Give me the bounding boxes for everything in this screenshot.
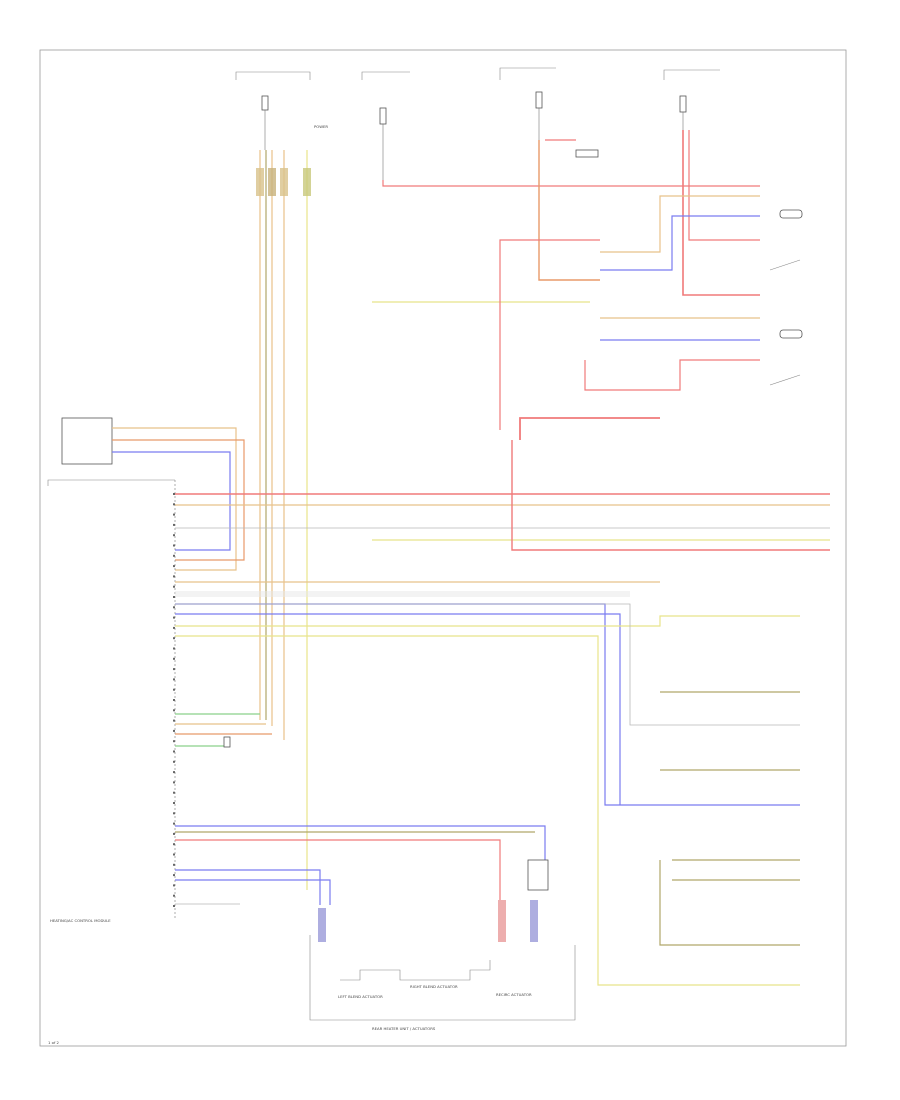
rear-actuator-module: REAR HEATER UNIT / ACTUATORS LEFT BLEND … (309, 859, 576, 1031)
pin-marker (173, 832, 175, 835)
pin-marker (173, 534, 175, 537)
wire-bundle-vertical (256, 150, 311, 890)
pin-marker (173, 802, 175, 804)
pin-marker (173, 729, 175, 732)
pin-marker (173, 596, 175, 598)
fuse-block-2 (361, 71, 410, 180)
pin-marker (173, 513, 175, 516)
pin-marker (173, 853, 175, 856)
pin-marker (173, 688, 175, 691)
pin-marker (173, 678, 175, 681)
pin-marker (173, 719, 175, 722)
pin-marker (173, 863, 175, 866)
left-blend-label: LEFT BLEND ACTUATOR (338, 994, 383, 999)
pin-marker (173, 647, 175, 650)
main-harness (175, 440, 830, 986)
fuse-block-1: POWER (235, 71, 328, 150)
right-sensor-leads (659, 691, 800, 946)
pin-marker (173, 523, 175, 526)
pin-marker (173, 699, 175, 701)
pin-marker (173, 616, 175, 619)
module-label: HEATING/AC CONTROL MODULE (50, 918, 111, 923)
pin-marker (173, 884, 175, 887)
pin-marker (173, 750, 175, 753)
pin-marker (173, 668, 175, 671)
right-blend-label: RIGHT BLEND ACTUATOR (410, 984, 458, 989)
page-frame (39, 49, 847, 1047)
pin-marker (173, 771, 175, 774)
pin-marker (173, 894, 175, 897)
rear-module-label: REAR HEATER UNIT / ACTUATORS (372, 1026, 436, 1031)
pin-marker (173, 493, 175, 495)
recirc-label: RECIRC ACTUATOR (496, 992, 532, 997)
pin-marker (173, 637, 175, 640)
pin-marker (173, 905, 175, 907)
fuse-block-4 (663, 69, 720, 130)
pin-marker (173, 575, 175, 578)
hvac-control-module: HEATING/AC CONTROL MODULE (47, 479, 176, 923)
pin-marker (173, 822, 175, 825)
pin-marker (173, 709, 175, 712)
pin-marker (173, 843, 175, 846)
svg-text:POWER: POWER (314, 124, 328, 129)
pin-marker (173, 585, 175, 588)
pin-marker (173, 554, 175, 557)
pin-marker (173, 565, 175, 568)
pin-marker (173, 544, 175, 547)
pin-marker (173, 606, 175, 609)
pin-marker (173, 812, 175, 815)
pin-marker (173, 740, 175, 743)
pin-marker (173, 781, 175, 784)
top-right-circuits (372, 130, 803, 440)
lower-harness (175, 713, 546, 905)
module-pins (173, 493, 175, 907)
pin-marker (173, 791, 175, 794)
pin-marker (173, 760, 175, 763)
pin-marker (173, 657, 175, 660)
fuse-block-3 (499, 67, 599, 158)
pin-marker (173, 626, 175, 629)
pin-marker (173, 503, 175, 506)
pin-marker (173, 874, 175, 877)
page-number: 1 of 2 (48, 1040, 59, 1045)
blower-control-box (61, 417, 245, 571)
